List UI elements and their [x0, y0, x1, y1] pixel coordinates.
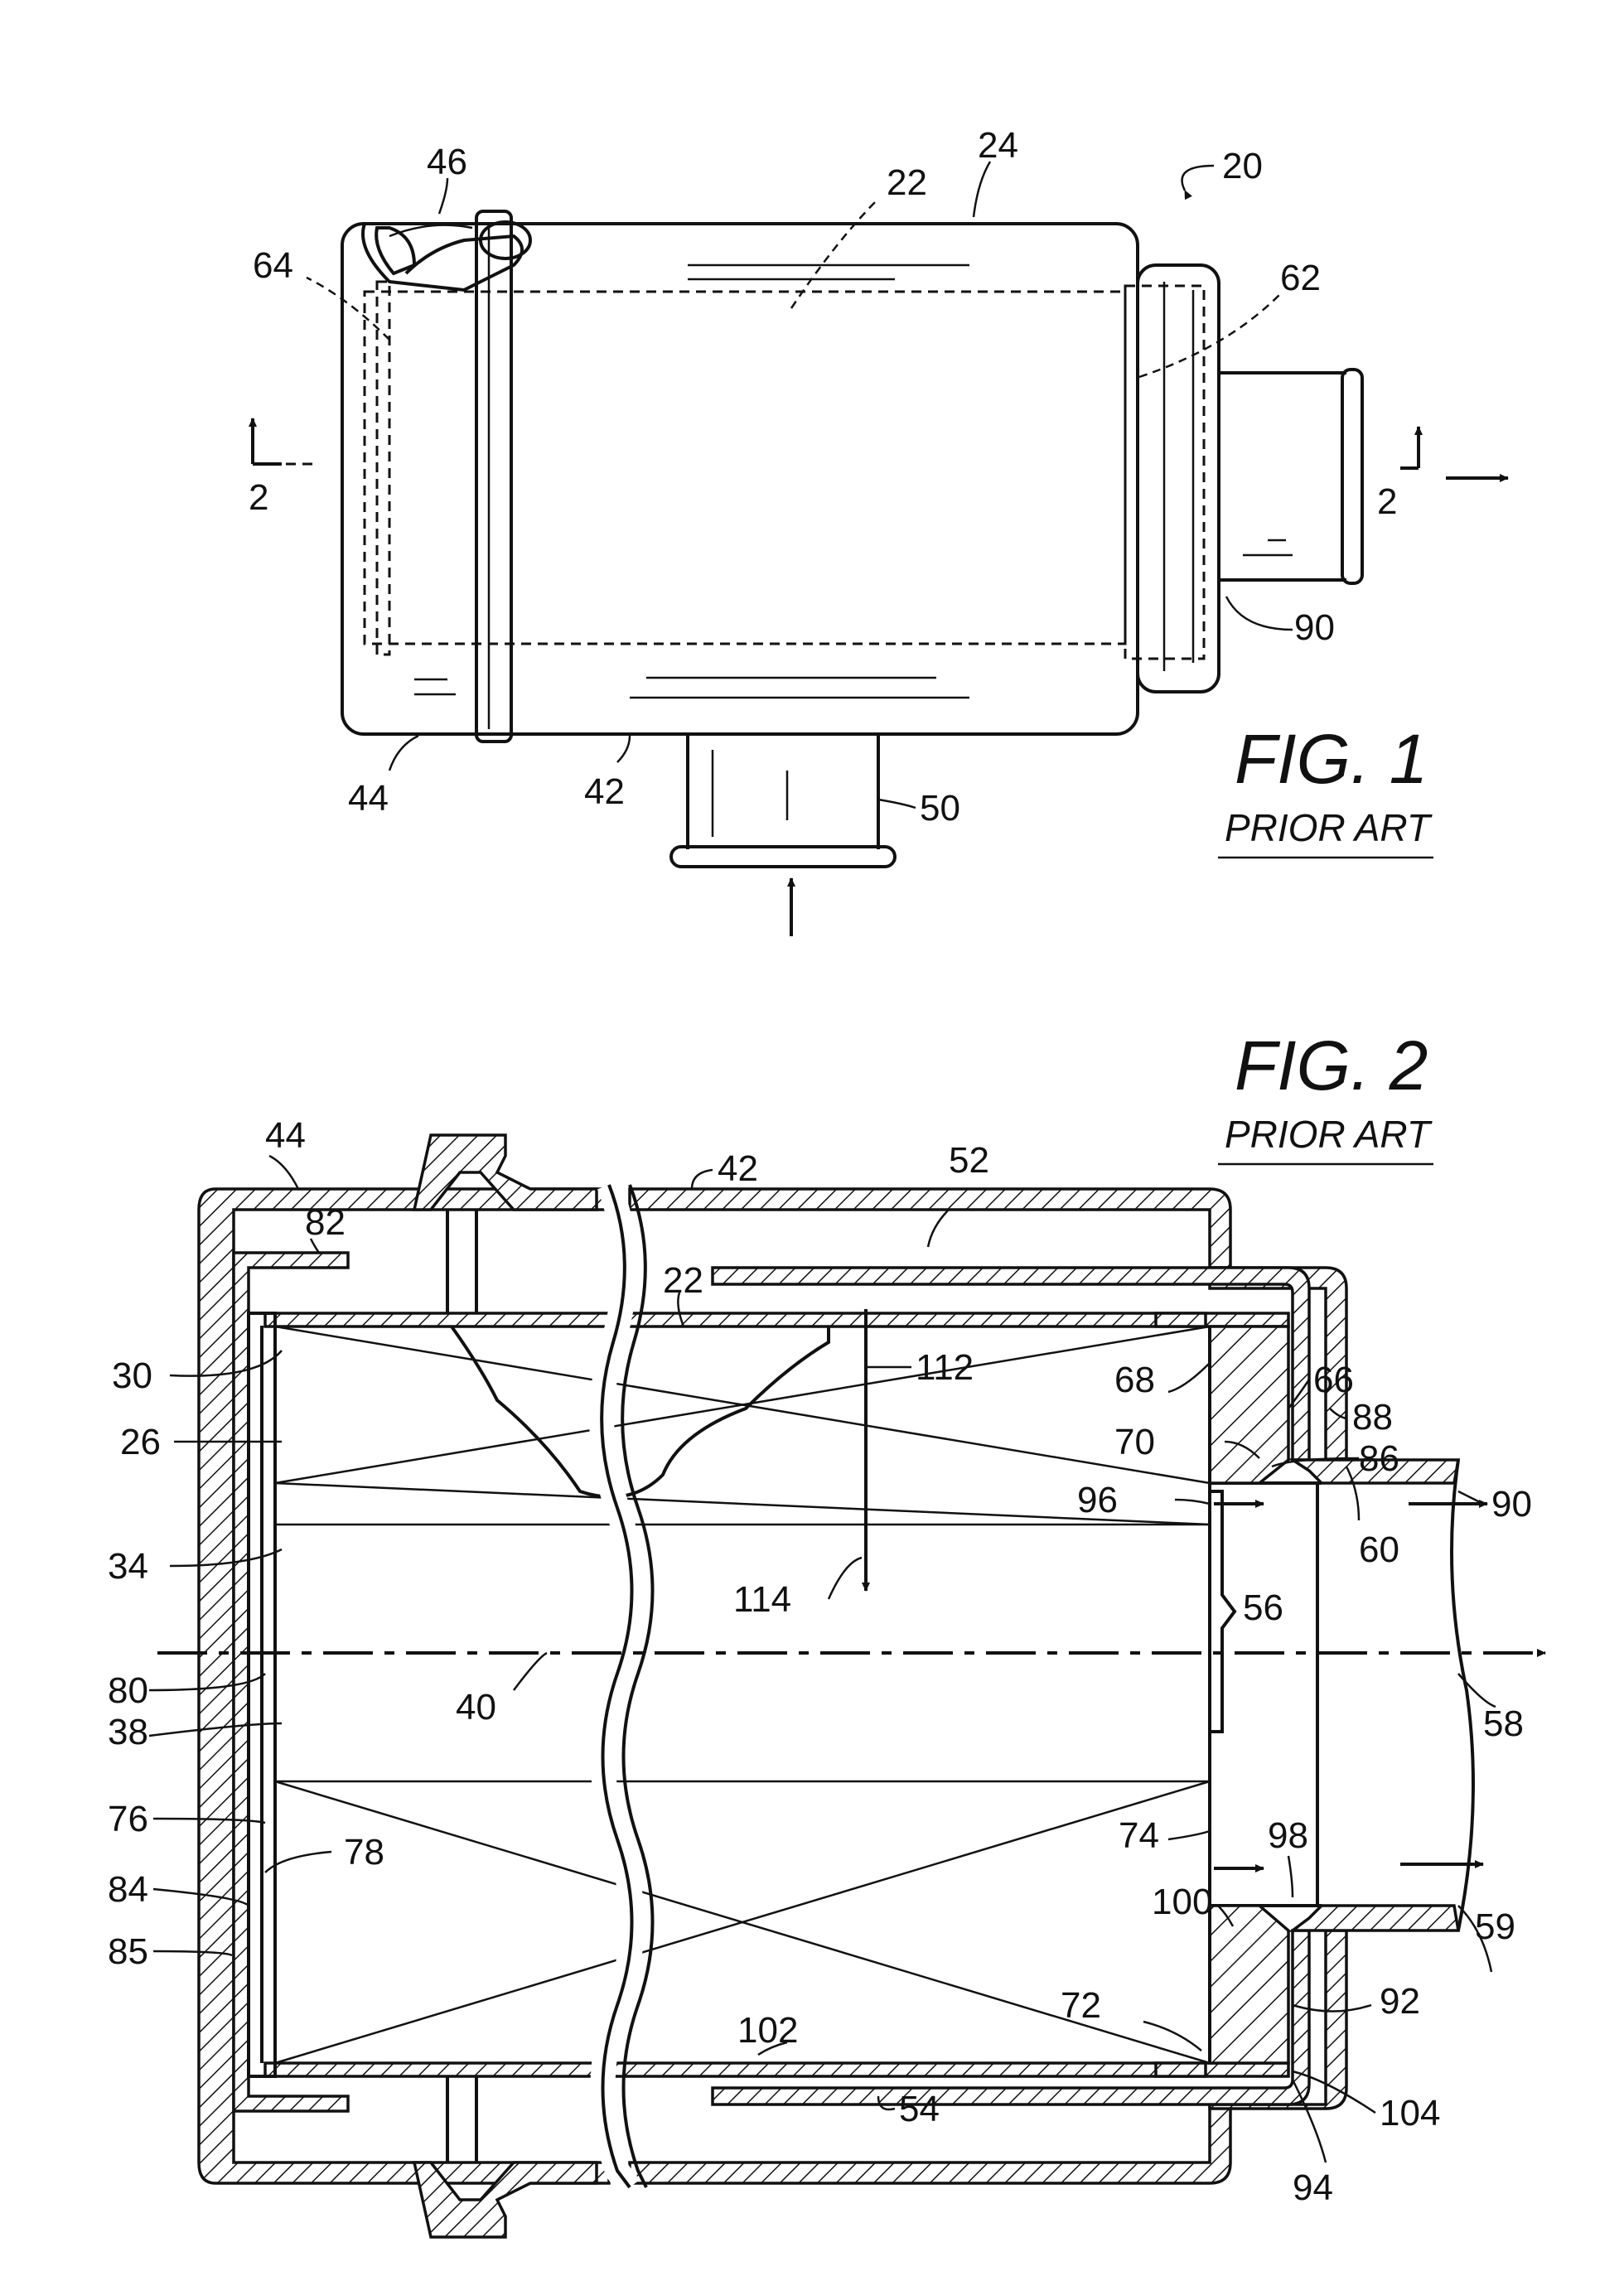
fig1-outlet-tube-90 [1219, 370, 1362, 583]
fig2-ref-80: 80 [108, 1670, 148, 1711]
fig1-ref-50: 50 [920, 788, 960, 829]
fig2-ref-86: 86 [1359, 1438, 1399, 1479]
fig2-ref-38: 38 [108, 1712, 148, 1752]
fig2-ref-30: 30 [112, 1355, 152, 1396]
fig2-filter-liner-bottom [265, 2063, 1288, 2076]
fig1-ref-64: 64 [253, 245, 293, 286]
fig2-ref-66: 66 [1313, 1360, 1354, 1400]
fig1-ref-90: 90 [1294, 607, 1335, 648]
fig2-end-seal-92 [1210, 1906, 1288, 2063]
fig2-filter-media-lines [275, 1326, 1210, 2063]
fig2-ref-58: 58 [1483, 1703, 1524, 1744]
fig2-ref-85: 85 [108, 1931, 148, 1972]
fig2-ref-104: 104 [1380, 2093, 1440, 2133]
fig2-ref-78: 78 [344, 1832, 384, 1873]
fig2-ref-90: 90 [1491, 1484, 1532, 1525]
fig2-ref-96: 96 [1077, 1480, 1118, 1520]
figure-1: 20 22 24 46 64 62 2 2 90 44 42 50 FIG. 1… [249, 125, 1508, 936]
fig2-ref-88: 88 [1352, 1397, 1393, 1438]
fig1-ref-22: 22 [887, 162, 927, 203]
fig2-ref-82: 82 [305, 1202, 346, 1243]
fig2-ref-40: 40 [456, 1687, 496, 1728]
fig2-ref-98: 98 [1268, 1815, 1308, 1856]
fig2-ref-54: 54 [899, 2089, 940, 2129]
fig2-ref-26: 26 [120, 1422, 161, 1462]
fig2-ref-102: 102 [737, 2010, 798, 2051]
fig2-housing-42-top [630, 1189, 1230, 1268]
fig1-inlet-tube-50 [671, 734, 895, 867]
fig1-ref-62: 62 [1280, 258, 1321, 298]
fig1-title: FIG. 1 [1235, 720, 1428, 798]
fig2-ref-22: 22 [663, 1260, 703, 1301]
fig2-title: FIG. 2 [1235, 1027, 1428, 1104]
fig1-ref-44: 44 [348, 778, 389, 819]
fig2-ref-72: 72 [1061, 1985, 1101, 2026]
fig2-ref-60: 60 [1359, 1529, 1399, 1570]
fig1-ref-2a: 2 [249, 477, 268, 518]
fig2-subtitle: PRIOR ART [1225, 1113, 1433, 1156]
fig2-ref-76: 76 [108, 1799, 148, 1839]
fig2-end-seal-66 [1210, 1326, 1288, 1483]
fig2-ref-84: 84 [108, 1869, 148, 1910]
fig2-ref-74: 74 [1119, 1815, 1159, 1856]
fig2-cutaway-pleats [452, 1326, 829, 1497]
fig1-outlet-cap [1138, 265, 1219, 692]
fig2-ref-52: 52 [949, 1140, 989, 1181]
fig2-ref-100: 100 [1152, 1882, 1212, 1922]
fig1-filter-element-hidden [365, 292, 1125, 644]
fig2-ref-42: 42 [718, 1148, 758, 1189]
fig2-ref-94: 94 [1293, 2167, 1333, 2208]
fig1-housing-body [342, 224, 1138, 734]
fig1-section-marker-left [253, 418, 319, 464]
fig2-ref-92: 92 [1380, 1981, 1420, 2022]
fig1-ref-24: 24 [978, 125, 1018, 166]
fig2-ref-44: 44 [265, 1115, 306, 1156]
fig1-ref-20: 20 [1222, 146, 1263, 186]
fig1-ref-42: 42 [584, 771, 625, 812]
fig1-section-marker-right [1400, 427, 1508, 478]
fig1-subtitle: PRIOR ART [1225, 806, 1433, 849]
fig2-ref-70: 70 [1114, 1422, 1155, 1462]
fig2-ref-34: 34 [108, 1546, 148, 1587]
figure-2: FIG. 2 PRIOR ART [108, 1027, 1545, 2237]
fig2-ref-56: 56 [1243, 1587, 1283, 1628]
fig2-ref-112: 112 [916, 1347, 974, 1388]
fig2-ref-59: 59 [1475, 1906, 1515, 1947]
fig2-filter-liner-top [265, 1313, 1288, 1326]
fig2-ref-68: 68 [1114, 1360, 1155, 1400]
fig1-ref-46: 46 [427, 142, 467, 182]
fig2-ref-114: 114 [733, 1579, 791, 1620]
fig1-ref-2b: 2 [1377, 481, 1397, 522]
